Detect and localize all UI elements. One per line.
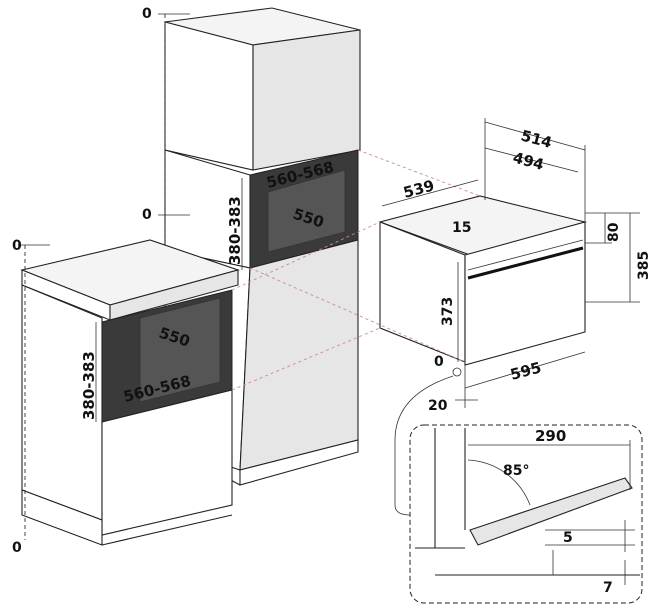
base-cabinet-niche-back	[139, 297, 221, 403]
oven-front	[464, 221, 586, 366]
label-oven-depth-inner: 494	[511, 148, 546, 173]
base-cabinet-worktop-side	[109, 269, 239, 321]
label-base-bottom-zero: 0	[12, 540, 22, 556]
dim-514-line	[484, 121, 586, 151]
base-cabinet-floor-edge	[101, 514, 233, 546]
guide-lines	[231, 149, 481, 391]
label-base-niche-height: 380-383	[80, 351, 98, 420]
label-tall-niche-height: 380-383	[226, 196, 244, 265]
label-door-gap: 5	[563, 530, 573, 546]
label-base-top-zero: 0	[12, 238, 22, 254]
dimension-lines	[18, 13, 640, 540]
base-cabinet-lower-front	[101, 389, 233, 536]
dim-595-line	[464, 351, 586, 389]
detail-open-door	[469, 477, 633, 546]
label-tall-top-zero: 0	[142, 6, 152, 22]
dim-539-line	[381, 179, 479, 207]
label-oven-total-depth: 539	[401, 176, 436, 201]
label-door-length: 290	[535, 427, 566, 445]
tall-cabinet-lower-side	[239, 239, 359, 471]
label-floor-gap: 7	[603, 580, 613, 596]
guide-line-2	[231, 327, 381, 391]
guide-line-4	[357, 149, 481, 197]
tall-cabinet-upper-front	[164, 21, 254, 171]
detail-view	[409, 424, 643, 604]
dim-494-line	[484, 147, 579, 173]
label-oven-width: 595	[508, 358, 543, 383]
oven-control-strip	[467, 246, 584, 280]
label-door-angle: 85°	[503, 463, 529, 479]
tall-cabinet-plinth	[239, 439, 359, 486]
oven	[378, 195, 588, 366]
detail-leader	[394, 375, 454, 516]
label-oven-base-zero: 0	[434, 354, 444, 370]
angle-arc	[467, 459, 531, 506]
label-oven-front-offset: 20	[428, 398, 448, 414]
tall-cabinet-niche-back	[267, 169, 346, 253]
base-cabinet	[20, 239, 240, 546]
oven-panel-edge	[467, 239, 584, 271]
detail-marker	[452, 367, 462, 377]
detail-frame	[409, 424, 643, 604]
label-oven-top-offset: 15	[452, 220, 471, 236]
label-oven-total-height: 385	[636, 251, 652, 280]
label-tall-mid-zero: 0	[142, 207, 152, 223]
label-oven-panel-height: 80	[606, 222, 622, 242]
label-oven-depth-outer: 514	[519, 126, 554, 151]
label-oven-door-height: 373	[440, 297, 456, 326]
tall-cabinet-upper-side	[252, 29, 361, 171]
